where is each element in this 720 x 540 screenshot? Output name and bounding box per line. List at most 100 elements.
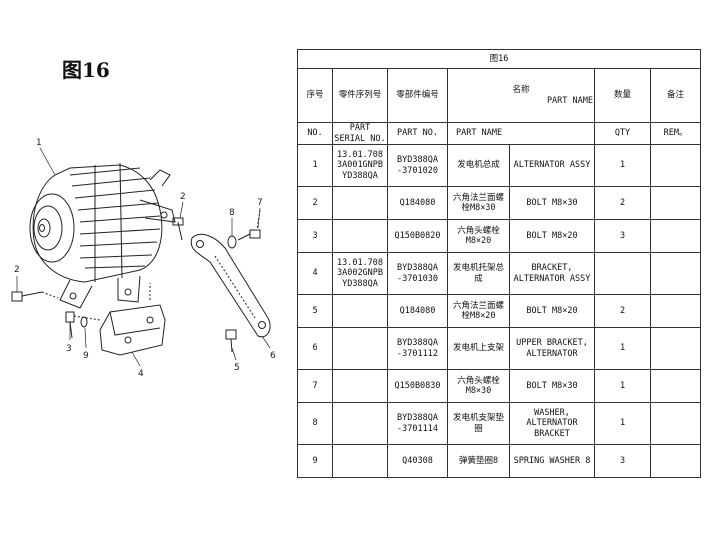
row-part-no: Q150B0820	[387, 219, 448, 254]
row-name-en: BRACKET, ALTERNATOR ASSY	[509, 252, 595, 296]
row-name-en: BOLT M8×30	[509, 369, 595, 404]
callout-8: 8	[229, 208, 235, 218]
row-name-cn: 六角头螺栓M8×30	[447, 369, 510, 404]
row-name-en: UPPER BRACKET, ALTERNATOR	[509, 327, 595, 371]
row-no: 3	[297, 219, 333, 254]
row-serial	[332, 294, 388, 329]
row-part-no: Q150B0830	[387, 369, 448, 404]
callout-9: 9	[83, 351, 89, 361]
row-name-en: BOLT M8×30	[509, 186, 595, 221]
header-serial-en: PART SERIAL NO.	[332, 121, 388, 146]
row-name-en: SPRING WASHER 8	[509, 444, 595, 479]
row-serial	[332, 402, 388, 446]
row-no: 6	[297, 327, 333, 371]
row-part-no: Q40308	[387, 444, 448, 479]
row-rem	[649, 144, 702, 188]
row-no: 4	[297, 252, 333, 296]
row-serial: 13.01.708 3A002GNPB YD388QA	[332, 252, 388, 296]
header-part-name-en: PART NAME	[546, 95, 593, 106]
row-rem	[649, 444, 702, 479]
header-row-en: NO. PART SERIAL NO. PART NO. PART NAME Q…	[297, 121, 702, 146]
row-part-no: Q184080	[387, 186, 448, 221]
header-name-en: PART NAME	[447, 121, 595, 146]
row-name-en: ALTERNATOR ASSY	[509, 144, 595, 188]
header-name: 名称 PART NAME	[447, 68, 595, 123]
callout-4: 4	[138, 369, 144, 379]
row-part-no: BYD388QA -3701030	[387, 252, 448, 296]
row-name-en: BOLT M8×20	[509, 219, 595, 254]
row-rem	[649, 327, 702, 371]
header-rem-en: REM。	[649, 121, 702, 146]
row-serial: 13.01.708 3A001GNPB YD388QA	[332, 144, 388, 188]
row-qty: 2	[594, 294, 651, 329]
row-qty: 1	[594, 144, 651, 188]
row-qty: 1	[594, 327, 651, 371]
parts-table: 图16 序号 零件序列号 零部件编号 名称 PART NAME 数量 备注 NO…	[296, 49, 702, 479]
row-name-cn: 发电机支架垫圈	[447, 402, 510, 446]
row-qty: 3	[594, 219, 651, 254]
header-serial-cn: 零件序列号	[332, 68, 388, 123]
row-rem	[649, 402, 702, 446]
row-part-no: BYD388QA -3701020	[387, 144, 448, 188]
header-name-cn: 名称	[512, 84, 530, 95]
row-name-cn: 六角法兰面螺栓M8×30	[447, 186, 510, 221]
header-row-cn: 序号 零件序列号 零部件编号 名称 PART NAME 数量 备注	[297, 68, 702, 123]
header-part-no-cn: 零部件编号	[387, 68, 448, 123]
row-qty: 1	[594, 402, 651, 446]
header-part-no-en: PART NO.	[387, 121, 448, 146]
row-qty: 1	[594, 369, 651, 404]
bracket-4	[99, 283, 166, 356]
row-rem	[649, 219, 702, 254]
row-qty: 2	[594, 186, 651, 221]
row-serial	[332, 186, 388, 221]
row-rem	[649, 252, 702, 296]
callout-7: 7	[257, 198, 263, 208]
row-name-cn: 发电机托架总成	[447, 252, 510, 296]
row-qty	[594, 252, 651, 296]
row-no: 1	[297, 144, 333, 188]
row-no: 9	[297, 444, 333, 479]
callout-numbers: 1 2 2 3 4 5 6 7 8 9	[14, 138, 276, 379]
row-serial	[332, 444, 388, 479]
row-serial	[332, 219, 388, 254]
row-name-cn: 六角头螺栓M8×20	[447, 219, 510, 254]
row-serial	[332, 327, 388, 371]
callout-leaders	[16, 147, 271, 367]
table-caption: 图16	[296, 49, 702, 69]
callout-1: 1	[36, 138, 42, 148]
row-part-no: BYD388QA -3701112	[387, 327, 448, 371]
row-no: 5	[297, 294, 333, 329]
alternator-exploded-drawing: 1 2 2 3 4 5 6 7 8 9	[11, 138, 276, 379]
row-name-cn: 发电机总成	[447, 144, 510, 188]
row-qty: 3	[594, 444, 651, 479]
row-name-en: WASHER, ALTERNATOR BRACKET	[509, 402, 595, 446]
callout-2-top: 2	[180, 192, 186, 202]
header-no-en: NO.	[297, 121, 333, 146]
header-qty-en: QTY	[594, 121, 651, 146]
row-name-cn: 弹簧垫圈8	[447, 444, 510, 479]
row-rem	[649, 294, 702, 329]
header-rem-cn: 备注	[649, 68, 702, 123]
bolt-2-left	[11, 291, 59, 302]
callout-2-left: 2	[14, 265, 20, 275]
alternator-body	[29, 162, 176, 309]
row-name-cn: 发电机上支架	[447, 327, 510, 371]
row-rem	[649, 369, 702, 404]
row-no: 2	[297, 186, 333, 221]
row-name-en: BOLT M8×20	[509, 294, 595, 329]
bolt-2-top	[172, 217, 184, 241]
callout-6: 6	[270, 351, 276, 361]
row-rem	[649, 186, 702, 221]
row-no: 8	[297, 402, 333, 446]
upper-bracket-6	[190, 233, 271, 338]
row-part-no: Q184080	[387, 294, 448, 329]
row-serial	[332, 369, 388, 404]
